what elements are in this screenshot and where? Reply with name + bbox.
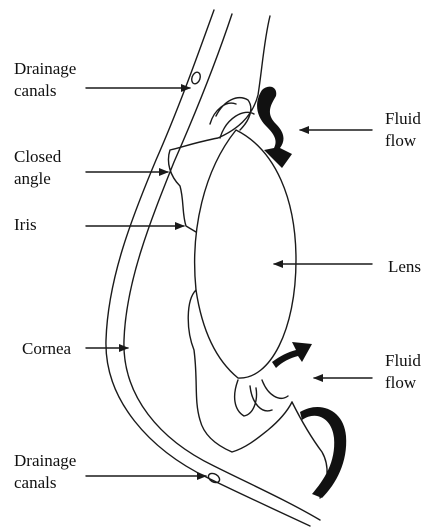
label-drainage-canals-bottom: Drainage canals bbox=[14, 450, 76, 494]
iris-upper-outline bbox=[168, 16, 270, 232]
fluid-flow-arrow-bottom bbox=[272, 342, 312, 368]
cornea-inner-line bbox=[124, 14, 320, 520]
fluid-flow-arrow-top bbox=[257, 87, 292, 168]
drainage-canal-bottom-shape bbox=[207, 472, 221, 485]
iris-lower-outline bbox=[188, 290, 292, 452]
label-drainage-canals-top: Drainage canals bbox=[14, 58, 76, 102]
label-fluid-flow-bottom: Fluid flow bbox=[385, 350, 421, 394]
label-cornea: Cornea bbox=[22, 338, 71, 360]
label-fluid-flow-top: Fluid flow bbox=[385, 108, 421, 152]
lens-shape bbox=[195, 130, 296, 378]
ciliary-bottom bbox=[235, 380, 288, 416]
drainage-canal-top-shape bbox=[190, 71, 202, 85]
label-closed-angle: Closed angle bbox=[14, 146, 61, 190]
ciliary-top bbox=[210, 98, 254, 138]
label-iris: Iris bbox=[14, 214, 37, 236]
label-lens: Lens bbox=[388, 256, 421, 278]
fluid-flow-arc-bottom bbox=[300, 407, 346, 498]
